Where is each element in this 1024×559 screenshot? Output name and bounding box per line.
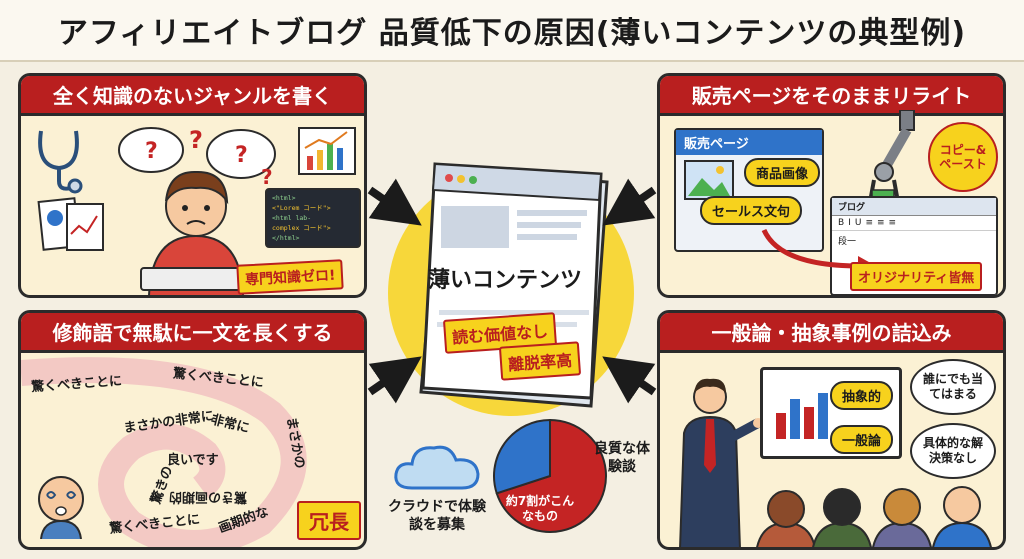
abstract-tag: 抽象的	[830, 381, 894, 410]
code-line: </html>	[272, 234, 300, 242]
spiral-inner-bottom: 驚きの画期的	[169, 489, 248, 504]
bubble-text: 具体的な解決策なし	[922, 436, 983, 465]
window-dot-yellow	[457, 175, 465, 183]
cloud-icon	[394, 445, 480, 490]
arrow-from-top-left	[367, 178, 422, 226]
cloud-label: クラウドで体験談を募集	[388, 499, 486, 533]
thought-clouds-icon: ? ? ? ?	[118, 126, 276, 188]
svg-text:?: ?	[189, 126, 203, 154]
sales-page-title: 販売ページ	[676, 130, 822, 155]
copy-paste-badge: コピー&ペースト	[928, 122, 998, 192]
audience-icon	[756, 486, 992, 547]
align-left-button[interactable]: ≡	[865, 218, 873, 228]
panel-rewrite-sales-page: 販売ページをそのままリライト 販売ページ 商品画像 セールス文句 コピー&ペース…	[657, 73, 1006, 298]
copy-paste-label: コピー&ペースト	[939, 142, 987, 171]
sales-copy-tag: セールス文句	[700, 196, 803, 225]
documents-icon	[37, 197, 104, 251]
bold-button[interactable]: B	[838, 218, 845, 228]
good-slice-label: 良質な体験談	[594, 441, 650, 475]
code-window: <html> <"Lorem コード"> <html lab- complex …	[265, 188, 361, 248]
no-concrete-solution-bubble: 具体的な解決策なし	[910, 423, 996, 479]
panel-header: 販売ページをそのままリライト	[660, 76, 1003, 116]
bubble-text: 誰にでも当てはまる	[922, 372, 983, 401]
svg-text:?: ?	[235, 143, 248, 168]
svg-text:?: ?	[261, 165, 273, 188]
zero-expertise-stamp: 専門知識ゼロ!	[236, 259, 345, 295]
arrow-from-bottom-right	[602, 356, 657, 404]
blog-label: ブログ	[838, 203, 866, 213]
panel-header: 修飾語で無駄に一文を長くする	[21, 313, 364, 353]
bad-slice-label: 約7割がこんなもの	[505, 494, 575, 523]
redundant-stamp: 冗長	[297, 501, 361, 540]
align-right-button[interactable]: ≡	[888, 218, 897, 228]
pie-slice-bad	[495, 418, 607, 533]
pie-slice-good	[493, 418, 551, 495]
panel-redundant-modifiers: 修飾語で無駄に一文を長くする 驚くべきことに 驚くべきことに まさかの まさかの…	[18, 310, 367, 550]
chart-icon	[298, 127, 356, 175]
italic-button[interactable]: I	[848, 218, 851, 228]
code-line: <"Lorem コード">	[272, 204, 331, 212]
spiral-text-band	[21, 357, 307, 547]
pie-chart	[493, 418, 607, 533]
product-image-tag: 商品画像	[744, 158, 821, 187]
arrow-from-bottom-left	[367, 356, 422, 404]
paragraph-label: 段一	[838, 237, 857, 247]
underline-button[interactable]: U	[854, 218, 862, 228]
dizzy-face-icon	[38, 476, 84, 539]
panel-header: 全く知識のないジャンルを書く	[21, 76, 364, 116]
panel-no-knowledge: 全く知識のないジャンルを書く ? ? ? ? <html> <"L	[18, 73, 367, 298]
arrow-from-top-right	[602, 178, 657, 226]
spiral-inner: 良いです	[167, 453, 219, 468]
image-placeholder-icon	[684, 160, 734, 200]
panel-generalities: 一般論・抽象事例の詰込み 抽象的 一般論 誰にでも当てはまる 具体的な解決策なし	[657, 310, 1006, 550]
code-line: <html lab-	[272, 214, 312, 222]
board-chart-icon	[776, 393, 828, 439]
confused-person-icon	[140, 170, 252, 295]
window-dot-green	[469, 176, 477, 184]
stethoscope-icon	[38, 130, 83, 194]
panel-header: 一般論・抽象事例の詰込み	[660, 313, 1003, 353]
no-originality-stamp: オリジナリティ皆無	[850, 262, 983, 291]
presenter-icon	[679, 378, 760, 547]
general-theory-tag: 一般論	[830, 425, 894, 454]
code-line: complex コード">	[272, 224, 331, 232]
align-center-button[interactable]: ≡	[876, 218, 885, 228]
robot-arm-icon	[868, 110, 915, 205]
svg-text:?: ?	[145, 139, 158, 164]
center-doc-title: 薄いコンテンツ	[428, 268, 583, 293]
window-dot-red	[445, 174, 453, 182]
page-title: アフィリエイトブログ 品質低下の原因(薄いコンテンツの典型例)	[0, 0, 1024, 62]
applies-to-anyone-bubble: 誰にでも当てはまる	[910, 359, 996, 415]
sales-page-window: 販売ページ	[674, 128, 824, 252]
code-line: <html>	[272, 194, 296, 202]
